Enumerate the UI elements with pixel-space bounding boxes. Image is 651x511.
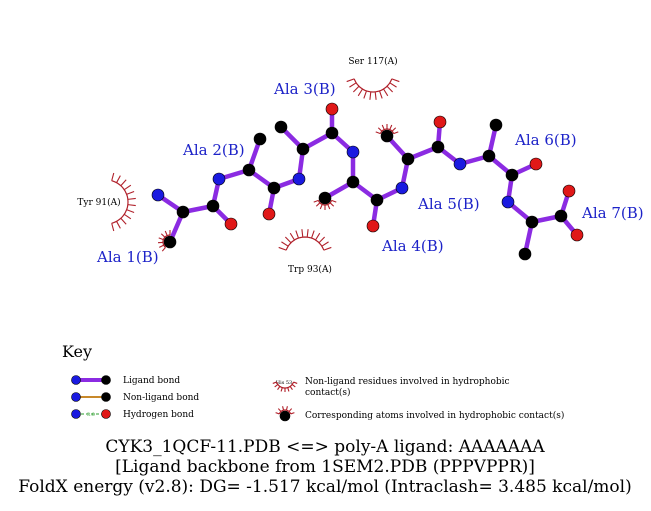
residue-label: Ala 3(B) (273, 80, 336, 98)
key-hydrophobic-atom-icon (275, 406, 295, 422)
key-hydrophobic-residue-icon: His 53 (272, 380, 298, 392)
residue-labels: Ala 1(B) Ala 2(B) Ala 3(B) Ala 4(B) Ala 5(B)… (96, 80, 644, 266)
atom-o (562, 184, 576, 198)
atom-c (206, 199, 220, 213)
atom-c (525, 215, 539, 229)
atom-c (253, 132, 267, 146)
atom-c (431, 140, 445, 154)
hydrophobic-residues: Ser 117(A) Tyr 91(A) Trp 93(A) (77, 56, 400, 275)
atom-c (370, 193, 384, 207)
atom-n (395, 181, 409, 195)
atom-n (501, 195, 515, 209)
caption-line-2: [Ligand backbone from 1SEM2.PDB (PPPVPPR… (115, 457, 535, 477)
atom-c (242, 163, 256, 177)
atom-o (570, 228, 584, 242)
hydrophobic-residue-eyelash (278, 229, 332, 251)
key-hydrophobic-residue-label: Non-ligand residues involved in hydropho… (305, 377, 510, 387)
hydrophobic-residue-eyelash (111, 172, 136, 232)
atom-n (212, 172, 226, 186)
residue-label: Ala 7(B) (581, 204, 644, 222)
atom-c (554, 209, 568, 223)
hydrophobic-residue-label: Ser 117(A) (348, 56, 397, 67)
key-residue-eyelash (272, 381, 298, 392)
hydrophobic-residue-eyelash (346, 78, 400, 100)
atom-contact-eyelash (157, 230, 171, 252)
atom-c (518, 247, 532, 261)
atom-c (163, 235, 177, 249)
key-residue-icon-label: His 53 (276, 380, 292, 386)
atom-c (482, 149, 496, 163)
ligand-atoms (151, 102, 584, 261)
hydrophobic-residue-label: Tyr 91(A) (77, 197, 120, 208)
atom-n (453, 157, 467, 171)
atom-n (292, 172, 306, 186)
atom-o (433, 115, 447, 129)
residue-label: Ala 5(B) (417, 195, 480, 213)
atom-c (176, 205, 190, 219)
key-ligand-bond-icon (71, 375, 111, 385)
atom-o (366, 219, 380, 233)
caption-line-1: CYK3_1QCF-11.PDB <=> poly-A ligand: AAAA… (105, 437, 545, 457)
atom-c (318, 191, 332, 205)
atom-c (267, 181, 281, 195)
atom-contacts (157, 124, 399, 252)
key-hydrogen-bond-label: Hydrogen bond (123, 410, 194, 420)
atom-o (529, 157, 543, 171)
atom-c (346, 175, 360, 189)
key-hydrophobic-atom-label: Corresponding atoms involved in hydropho… (305, 410, 564, 421)
key-hydrophobic-residue-label-2: contact(s) (305, 387, 351, 398)
residue-label: Ala 6(B) (514, 131, 577, 149)
key-ligand-bond-label: Ligand bond (123, 376, 180, 386)
atom-c (296, 142, 310, 156)
key-hydrogen-bond-distance: 3.0 (87, 412, 95, 418)
key-nonligand-bond-icon (71, 392, 111, 402)
residue-label: Ala 1(B) (96, 248, 159, 266)
key-title: Key (62, 342, 92, 361)
caption: CYK3_1QCF-11.PDB <=> poly-A ligand: AAAA… (18, 437, 631, 497)
atom-c (380, 129, 394, 143)
key-atom-eyelash (275, 406, 295, 415)
atom-contact-eyelash (375, 124, 399, 135)
atom-n (346, 145, 360, 159)
atom-c (401, 152, 415, 166)
atom-o (224, 217, 238, 231)
atom-contact-eyelash (313, 199, 337, 210)
caption-line-3: FoldX energy (v2.8): DG= -1.517 kcal/mol… (18, 477, 631, 497)
atom-n (151, 188, 165, 202)
atom-c (325, 126, 339, 140)
key-panel: Key Ligand bond Non-ligand bond 3.0 Hydr… (62, 342, 564, 422)
atom-c (274, 120, 288, 134)
atom-o (325, 102, 339, 116)
atom-o (262, 207, 276, 221)
atom-c (505, 168, 519, 182)
residue-label: Ala 4(B) (381, 237, 444, 255)
key-hydrogen-bond-icon: 3.0 (71, 409, 111, 419)
residue-label: Ala 2(B) (182, 141, 245, 159)
hydrophobic-residue-label: Trp 93(A) (288, 264, 332, 275)
atom-c (489, 118, 503, 132)
key-nonligand-bond-label: Non-ligand bond (123, 393, 199, 403)
